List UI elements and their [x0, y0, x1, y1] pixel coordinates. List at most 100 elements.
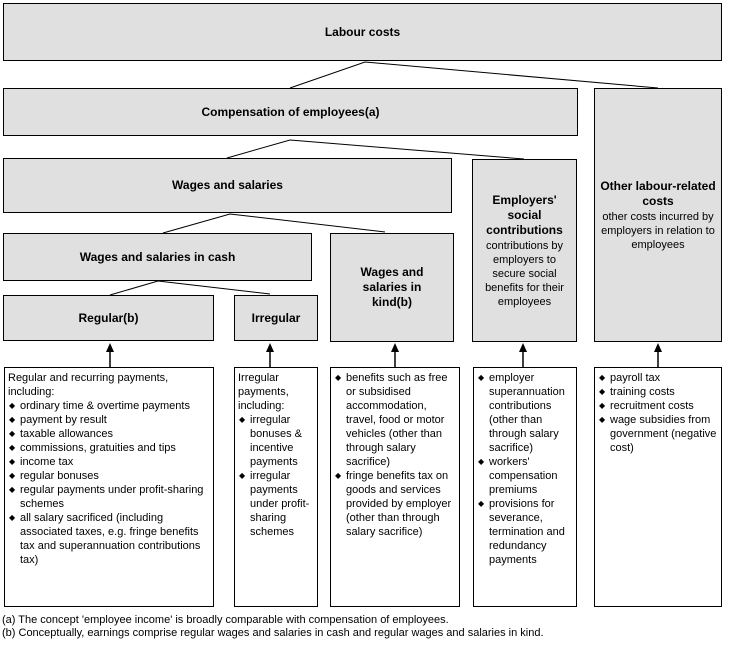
- bullet-item: ◆ payment by result: [8, 413, 211, 427]
- diamond-bullet-icon: ◆: [599, 373, 606, 382]
- box-employers-social-contributions: Employers' social contributions contribu…: [472, 159, 577, 342]
- box-employers-description: contributions by employers to secure soc…: [485, 239, 564, 308]
- diamond-bullet-icon: ◆: [599, 415, 606, 424]
- bullet-item-text: irregular bonuses & incentive payments: [250, 414, 302, 468]
- detail-box-regular: Regular and recurring payments, includin…: [4, 367, 214, 607]
- bullet-item-text: benefits such as free or subsidised acco…: [346, 372, 448, 468]
- bullet-item-text: regular payments under profit-sharing sc…: [20, 484, 204, 510]
- connector-compensation-to-children: [226, 139, 525, 160]
- bullet-item-text: regular bonuses: [20, 470, 99, 482]
- diamond-bullet-icon: ◆: [9, 457, 16, 466]
- bullet-item-text: payroll tax: [610, 372, 661, 384]
- bullet-item: ◆ irregular payments under profit-sharing…: [238, 469, 315, 539]
- bullet-item: ◆ wage subsidies from government (negativ…: [598, 413, 719, 455]
- bullet-item-text: all salary sacrificed (including associa…: [20, 512, 201, 566]
- diamond-bullet-icon: ◆: [599, 387, 606, 396]
- bullet-item-text: workers' compensation premiums: [489, 456, 558, 496]
- bullet-item: ◆ irregular bonuses & incentive payments: [238, 413, 315, 469]
- box-cash-label: Wages and salaries in cash: [79, 249, 236, 264]
- detail-irregular-intro: Irregular payments, including:: [238, 372, 289, 412]
- diamond-bullet-icon: ◆: [9, 485, 16, 494]
- diamond-bullet-icon: ◆: [9, 513, 16, 522]
- detail-other-list: ◆ payroll tax ◆ training costs ◆ recruitment …: [598, 371, 719, 455]
- footnote-a: (a) The concept 'employee income' is bro…: [2, 614, 449, 626]
- bullet-item: ◆ all salary sacrificed (including associ…: [8, 511, 211, 567]
- arrow-irregular-head: [266, 343, 274, 352]
- detail-box-other-costs: ◆ payroll tax ◆ training costs ◆ recruitment …: [594, 367, 722, 607]
- bullet-item-text: wage subsidies from government (negative…: [610, 414, 717, 454]
- diamond-bullet-icon: ◆: [239, 415, 246, 424]
- bullet-item-text: taxable allowances: [20, 428, 113, 440]
- footnotes: (a) The concept 'employee income' is bro…: [2, 614, 544, 640]
- box-employers-title: Employers' social contributions: [486, 192, 563, 237]
- connector-labour-to-children: [289, 61, 659, 89]
- diamond-bullet-icon: ◆: [9, 401, 16, 410]
- arrow-employers-head: [519, 343, 527, 352]
- bullet-item: ◆ provisions for severance, termination a…: [477, 497, 574, 567]
- detail-regular-intro: Regular and recurring payments, includin…: [8, 372, 169, 398]
- box-irregular-label: Irregular: [251, 310, 301, 325]
- bullet-item-text: ordinary time & overtime payments: [20, 400, 190, 412]
- bullet-item-text: fringe benefits tax on goods and service…: [346, 470, 452, 538]
- bullet-item: ◆ payroll tax: [598, 371, 719, 385]
- bullet-item-text: payment by result: [20, 414, 107, 426]
- connector-cash-to-children: [109, 280, 271, 296]
- bullet-item: ◆ commissions, gratuities and tips: [8, 441, 211, 455]
- bullet-item-text: irregular payments under profit-sharing …: [250, 470, 310, 538]
- box-kind-label: Wages and salaries in kind(b): [360, 265, 424, 309]
- box-irregular: Irregular: [234, 295, 318, 341]
- diamond-bullet-icon: ◆: [478, 499, 485, 508]
- box-regular-label: Regular(b): [78, 310, 139, 325]
- diamond-bullet-icon: ◆: [478, 373, 485, 382]
- arrow-regular-head: [106, 343, 114, 352]
- bullet-item: ◆ fringe benefits tax on goods and servic…: [334, 469, 457, 539]
- bullet-item: ◆ recruitment costs: [598, 399, 719, 413]
- box-labour-costs: Labour costs: [3, 3, 722, 61]
- bullet-item-text: provisions for severance, termination an…: [489, 498, 565, 566]
- bullet-item: ◆ regular bonuses: [8, 469, 211, 483]
- bullet-item: ◆ workers' compensation premiums: [477, 455, 574, 497]
- box-wages-label: Wages and salaries: [172, 178, 283, 192]
- detail-irregular-list: ◆irregular bonuses & incentive payments◆…: [238, 413, 315, 539]
- box-other-description: other costs incurred by employers in rel…: [601, 210, 715, 251]
- arrow-kind-head: [391, 343, 399, 352]
- box-wages-salaries-in-cash: Wages and salaries in cash: [3, 233, 312, 281]
- box-compensation-label: Compensation of employees(a): [201, 104, 380, 119]
- box-other-labour-related-costs: Other labour-related costs other costs i…: [594, 88, 722, 342]
- bullet-item-text: training costs: [610, 386, 675, 398]
- bullet-item-text: recruitment costs: [610, 400, 694, 412]
- detail-kind-list: ◆ benefits such as free or subsidised acc…: [334, 371, 457, 539]
- box-regular: Regular(b): [3, 295, 214, 341]
- box-compensation-of-employees: Compensation of employees(a): [3, 88, 578, 136]
- diamond-bullet-icon: ◆: [239, 471, 246, 480]
- diamond-bullet-icon: ◆: [599, 401, 606, 410]
- box-labour-costs-label: Labour costs: [324, 24, 401, 39]
- detail-regular-list: ◆ ordinary time & overtime payments ◆ payme…: [8, 399, 211, 567]
- box-wages-salaries-in-kind: Wages and salaries in kind(b): [330, 233, 454, 342]
- bullet-item-text: employer superannuation contributions (o…: [489, 372, 565, 454]
- diamond-bullet-icon: ◆: [9, 471, 16, 480]
- detail-box-kind: ◆ benefits such as free or subsidised acc…: [330, 367, 460, 607]
- diamond-bullet-icon: ◆: [9, 429, 16, 438]
- diamond-bullet-icon: ◆: [335, 373, 342, 382]
- diamond-bullet-icon: ◆: [9, 415, 16, 424]
- detail-employers-list: ◆ employer superannuation contributions (…: [477, 371, 574, 567]
- footnote-b: (b) Conceptually, earnings comprise regu…: [2, 627, 544, 639]
- bullet-item: ◆ training costs: [598, 385, 719, 399]
- bullet-item: ◆ ordinary time & overtime payments: [8, 399, 211, 413]
- bullet-item-text: income tax: [20, 456, 74, 468]
- diamond-bullet-icon: ◆: [335, 471, 342, 480]
- diamond-bullet-icon: ◆: [478, 457, 485, 466]
- bullet-item: ◆ taxable allowances: [8, 427, 211, 441]
- detail-box-employers-social: ◆ employer superannuation contributions (…: [473, 367, 577, 607]
- bullet-item-text: commissions, gratuities and tips: [20, 442, 176, 454]
- arrow-other-head: [654, 343, 662, 352]
- bullet-item: ◆ regular payments under profit-sharing s…: [8, 483, 211, 511]
- diamond-bullet-icon: ◆: [9, 443, 16, 452]
- detail-box-irregular: Irregular payments, including: ◆ irregula…: [234, 367, 318, 607]
- bullet-item: ◆ benefits such as free or subsidised acc…: [334, 371, 457, 469]
- bullet-item: ◆ income tax: [8, 455, 211, 469]
- connector-wages-to-children: [162, 213, 386, 234]
- bullet-item: ◆ employer superannuation contributions (…: [477, 371, 574, 455]
